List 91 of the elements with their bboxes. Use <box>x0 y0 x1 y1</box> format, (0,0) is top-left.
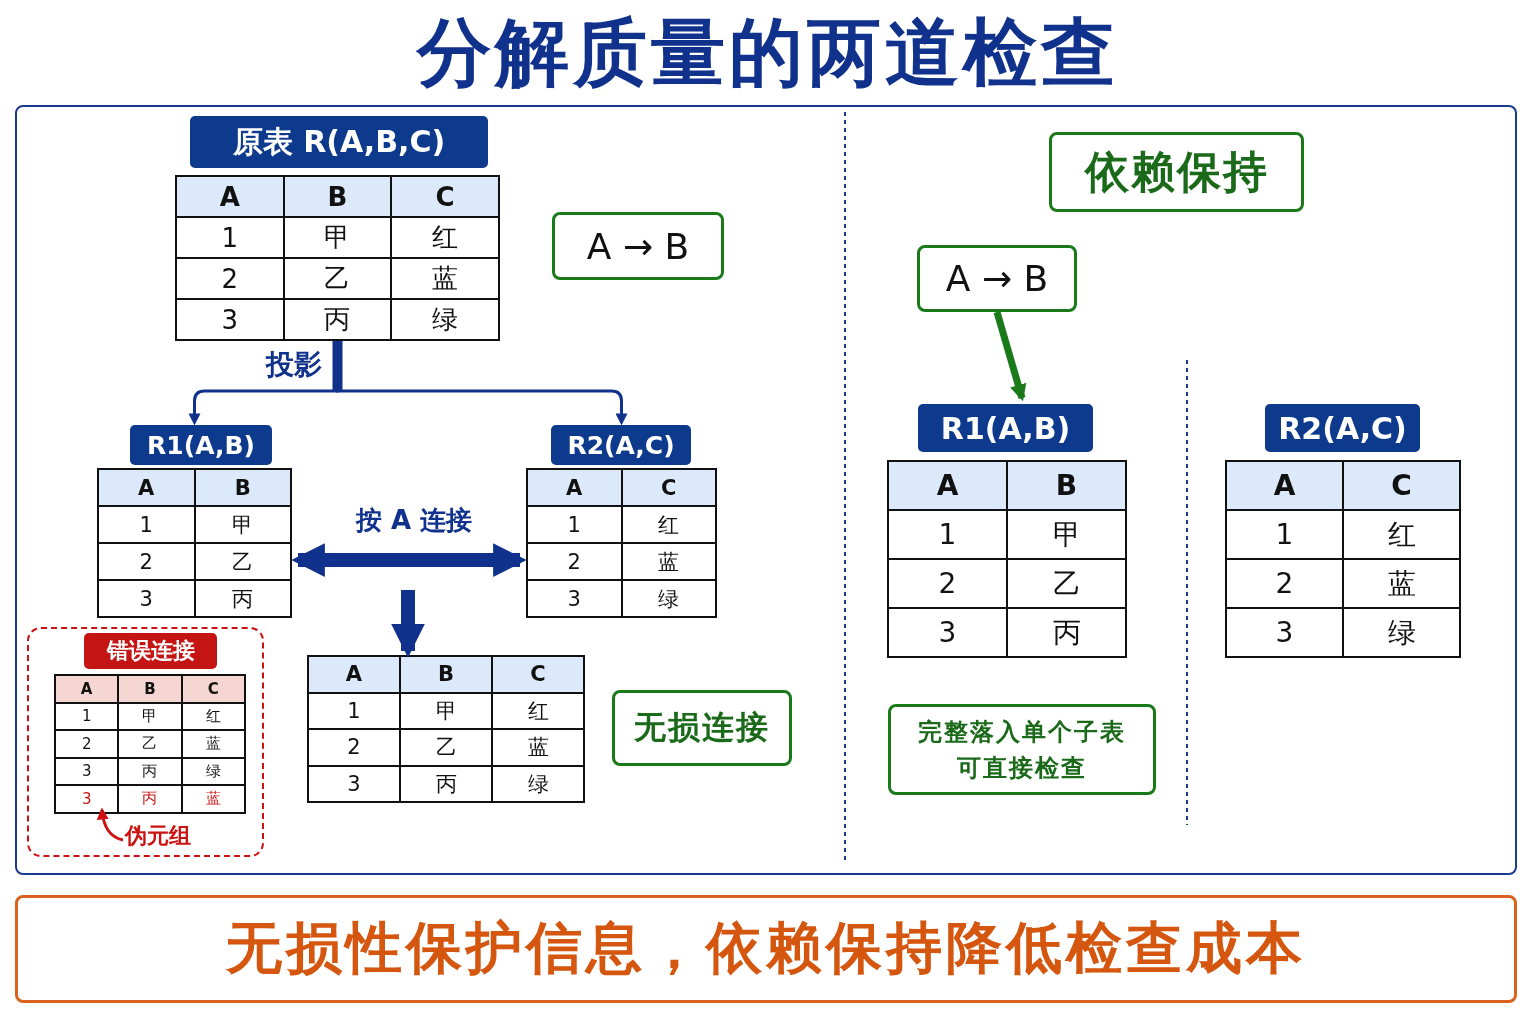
table-cell: 绿 <box>621 580 716 617</box>
statement-box: A → B <box>552 212 724 280</box>
header-cell: C <box>391 176 499 217</box>
table-cell: 乙 <box>118 730 182 758</box>
header-cell: B <box>400 656 492 693</box>
table-cell: 绿 <box>391 299 499 340</box>
table-cell: 丙 <box>194 580 291 617</box>
table-cell: 3 <box>55 757 119 785</box>
table-cell: 1 <box>98 506 195 543</box>
table-cell: 甲 <box>283 217 392 258</box>
table-cell: 乙 <box>194 543 291 580</box>
table-cell: 红 <box>391 217 499 258</box>
table-cell: 2 <box>1226 559 1343 608</box>
header-cell: B <box>118 675 182 703</box>
statement-box: 无损连接 <box>612 690 792 766</box>
arrow <box>391 590 425 658</box>
group-title: 错误连接 <box>84 633 217 669</box>
table-cell: 2 <box>308 729 400 766</box>
table-cell: 1 <box>55 702 119 730</box>
table-cell: 丙 <box>283 299 392 340</box>
table-cell: 乙 <box>400 729 492 766</box>
header-cell: B <box>283 176 392 217</box>
table-cell: 绿 <box>492 765 584 802</box>
table-cell: 1 <box>527 506 622 543</box>
table-cell: 1 <box>308 692 400 729</box>
table-cell: 甲 <box>194 506 291 543</box>
table-cell: 乙 <box>1007 559 1126 608</box>
statement-box: 依赖保持 <box>1049 132 1304 212</box>
table-cell: 蓝 <box>181 730 245 758</box>
table-title: R2(A,C) <box>551 425 691 465</box>
table-cell: 3 <box>1226 608 1343 657</box>
header-cell: A <box>98 469 195 506</box>
header-cell: A <box>527 469 622 506</box>
table-cell: 蓝 <box>492 729 584 766</box>
leader-line <box>97 807 124 842</box>
header-cell: C <box>621 469 716 506</box>
table-title: R1(A,B) <box>130 425 272 465</box>
table-cell: 红 <box>621 506 716 543</box>
table-title: R2(A,C) <box>1265 404 1420 452</box>
header-cell: A <box>176 176 284 217</box>
table-cell: 蓝 <box>391 258 499 299</box>
table-cell: 绿 <box>181 757 245 785</box>
table-cell: 丙 <box>400 765 492 802</box>
header-cell: C <box>181 675 245 703</box>
table-cell: 蓝 <box>181 785 245 813</box>
table-cell: 2 <box>55 730 119 758</box>
table-cell: 2 <box>527 543 622 580</box>
arrow <box>291 543 527 577</box>
table-cell: 1 <box>1226 510 1343 559</box>
table-cell: 2 <box>888 559 1007 608</box>
table-cell: 3 <box>527 580 622 617</box>
table-cell: 丙 <box>118 757 182 785</box>
table-cell: 3 <box>888 608 1007 657</box>
table-cell: 2 <box>176 258 284 299</box>
table-cell: 甲 <box>118 702 182 730</box>
header-cell: A <box>1226 461 1343 510</box>
arrow <box>993 311 1027 402</box>
table-cell: 1 <box>888 510 1007 559</box>
callout-text: 伪元组 <box>125 821 191 851</box>
arrow <box>336 341 628 426</box>
table-cell: 丙 <box>1007 608 1126 657</box>
table-cell: 红 <box>1343 510 1460 559</box>
table-cell: 红 <box>492 692 584 729</box>
table-cell: 乙 <box>283 258 392 299</box>
table-cell: 3 <box>308 765 400 802</box>
table-cell: 3 <box>176 299 284 340</box>
header-cell: B <box>1007 461 1126 510</box>
statement-box: 完整落入单个子表可直接检查 <box>888 704 1156 795</box>
header-cell: C <box>492 656 584 693</box>
header-cell: C <box>1343 461 1460 510</box>
table-cell: 丙 <box>118 785 182 813</box>
table-cell: 3 <box>55 785 119 813</box>
table-title: 原表 R(A,B,C) <box>190 116 488 168</box>
conclusion-banner: 无损性保护信息，依赖保持降低检查成本 <box>15 895 1517 1003</box>
table-cell: 1 <box>176 217 284 258</box>
table-cell: 蓝 <box>621 543 716 580</box>
table-title: R1(A,B) <box>918 404 1093 452</box>
header-cell: A <box>308 656 400 693</box>
table-cell: 2 <box>98 543 195 580</box>
table-cell: 甲 <box>1007 510 1126 559</box>
table-cell: 绿 <box>1343 608 1460 657</box>
table-cell: 甲 <box>400 692 492 729</box>
table-cell: 蓝 <box>1343 559 1460 608</box>
header-cell: A <box>888 461 1007 510</box>
dashed-group-box <box>27 627 264 857</box>
header-cell: B <box>194 469 291 506</box>
header-cell: A <box>55 675 119 703</box>
statement-box: A → B <box>917 245 1077 312</box>
diagram-title: 分解质量的两道检查 <box>415 8 1120 97</box>
table-cell: 3 <box>98 580 195 617</box>
table-cell: 红 <box>181 702 245 730</box>
